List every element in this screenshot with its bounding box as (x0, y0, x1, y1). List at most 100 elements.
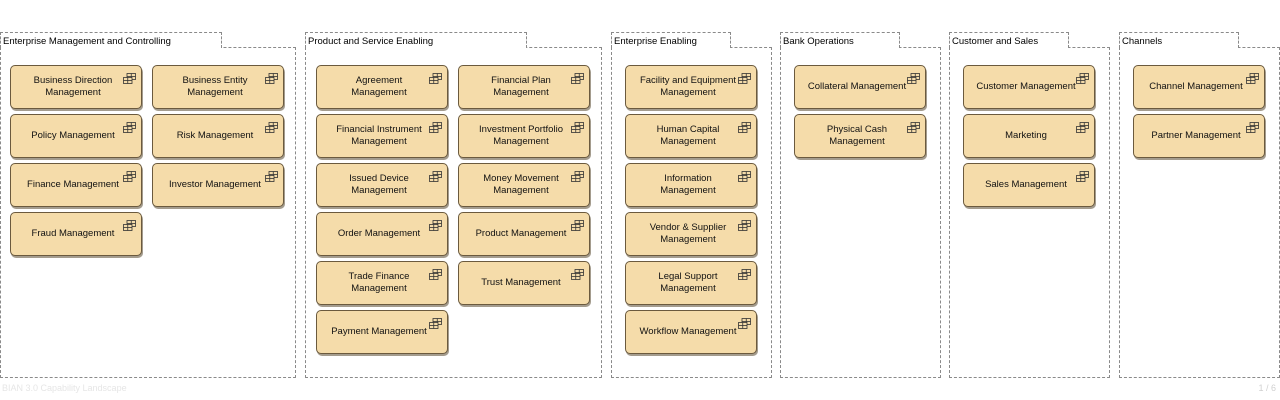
capability-label: Sales Management (985, 179, 1067, 190)
group-title: Enterprise Management and Controlling (3, 36, 171, 47)
capability-grid-icon (1246, 120, 1259, 133)
capability-grid-icon (123, 120, 136, 133)
capability-label: Product Management (475, 228, 567, 239)
capability-grid-icon (738, 267, 751, 280)
capability-channel-management[interactable]: Channel Management (1133, 65, 1265, 109)
capability-label: Agreement Management (351, 75, 407, 98)
capability-grid-icon (265, 120, 278, 133)
capability-label: Facility and Equipment Management (639, 75, 737, 98)
capability-label: Order Management (337, 228, 421, 239)
capability-business-entity-management[interactable]: Business Entity Management (152, 65, 284, 109)
capability-product-management[interactable]: Product Management (458, 212, 590, 256)
capability-collateral-management[interactable]: Collateral Management (794, 65, 926, 109)
group-title: Enterprise Enabling (614, 36, 697, 47)
capability-trust-management[interactable]: Trust Management (458, 261, 590, 305)
capability-label: Investment Portfolio Management (479, 124, 563, 147)
capability-label: Financial Instrument Management (336, 124, 422, 147)
group-title: Customer and Sales (952, 36, 1039, 47)
capability-grid-icon (429, 267, 442, 280)
capability-grid-icon (429, 316, 442, 329)
page-indicator: 1 / 6 (1258, 383, 1276, 393)
capability-financial-instrument-management[interactable]: Financial Instrument Management (316, 114, 448, 158)
capability-grid-icon (738, 71, 751, 84)
capability-grid-icon (429, 218, 442, 231)
capability-grid-icon (738, 169, 751, 182)
capability-label: Fraud Management (31, 228, 115, 239)
capability-risk-management[interactable]: Risk Management (152, 114, 284, 158)
capability-label: Workflow Management (639, 326, 737, 337)
capability-label: Issued Device Management (349, 173, 409, 196)
capability-grid-icon (571, 218, 584, 231)
group-tab: Enterprise Management and Controlling (0, 32, 222, 48)
capability-physical-cash-management[interactable]: Physical Cash Management (794, 114, 926, 158)
group-tab: Customer and Sales (949, 32, 1069, 48)
capability-investment-portfolio-management[interactable]: Investment Portfolio Management (458, 114, 590, 158)
group-tab: Bank Operations (780, 32, 900, 48)
capability-information-management[interactable]: Information Management (625, 163, 757, 207)
capability-grid-icon (123, 169, 136, 182)
capability-grid-icon (571, 120, 584, 133)
capability-label: Channel Management (1149, 81, 1243, 92)
capability-label: Policy Management (31, 130, 115, 141)
capability-grid-icon (738, 120, 751, 133)
capability-customer-management[interactable]: Customer Management (963, 65, 1095, 109)
capability-grid-icon (429, 71, 442, 84)
capability-money-movement-management[interactable]: Money Movement Management (458, 163, 590, 207)
capability-grid-icon (738, 316, 751, 329)
capability-agreement-management[interactable]: Agreement Management (316, 65, 448, 109)
capability-policy-management[interactable]: Policy Management (10, 114, 142, 158)
capability-grid-icon (1076, 120, 1089, 133)
capability-label: Money Movement Management (483, 173, 559, 196)
capability-grid-icon (429, 169, 442, 182)
capability-grid-icon (1076, 71, 1089, 84)
capability-label: Risk Management (176, 130, 254, 141)
capability-label: Legal Support Management (658, 271, 718, 294)
capability-label: Information Management (660, 173, 716, 196)
capability-legal-support-management[interactable]: Legal Support Management (625, 261, 757, 305)
capability-label: Collateral Management (807, 81, 907, 92)
capability-issued-device-management[interactable]: Issued Device Management (316, 163, 448, 207)
capability-grid-icon (907, 71, 920, 84)
capability-business-direction-management[interactable]: Business Direction Management (10, 65, 142, 109)
capability-vendor-and-supplier-management[interactable]: Vendor & Supplier Management (625, 212, 757, 256)
capability-label: Investor Management (169, 179, 261, 190)
capability-trade-finance-management[interactable]: Trade Finance Management (316, 261, 448, 305)
capability-grid-icon (123, 71, 136, 84)
group-title: Product and Service Enabling (308, 36, 434, 47)
capability-label: Customer Management (976, 81, 1076, 92)
capability-label: Marketing (1005, 130, 1047, 141)
capability-human-capital-management[interactable]: Human Capital Management (625, 114, 757, 158)
capability-label: Partner Management (1151, 130, 1241, 141)
capability-grid-icon (1076, 169, 1089, 182)
capability-facility-and-equipment-management[interactable]: Facility and Equipment Management (625, 65, 757, 109)
capability-label: Trade Finance Management (348, 271, 410, 294)
capability-grid-icon (907, 120, 920, 133)
capability-order-management[interactable]: Order Management (316, 212, 448, 256)
capability-label: Vendor & Supplier Management (649, 222, 727, 245)
capability-grid-icon (571, 267, 584, 280)
capability-investor-management[interactable]: Investor Management (152, 163, 284, 207)
capability-grid-icon (571, 71, 584, 84)
capability-financial-plan-management[interactable]: Financial Plan Management (458, 65, 590, 109)
capability-partner-management[interactable]: Partner Management (1133, 114, 1265, 158)
capability-workflow-management[interactable]: Workflow Management (625, 310, 757, 354)
capability-marketing[interactable]: Marketing (963, 114, 1095, 158)
capability-grid-icon (1246, 71, 1259, 84)
capability-label: Human Capital Management (656, 124, 720, 147)
capability-payment-management[interactable]: Payment Management (316, 310, 448, 354)
capability-label: Physical Cash Management (826, 124, 888, 147)
capability-grid-icon (429, 120, 442, 133)
capability-sales-management[interactable]: Sales Management (963, 163, 1095, 207)
capability-finance-management[interactable]: Finance Management (10, 163, 142, 207)
footer-title: BIAN 3.0 Capability Landscape (2, 383, 127, 393)
group-tab: Product and Service Enabling (305, 32, 527, 48)
capability-grid-icon (738, 218, 751, 231)
group-tab: Enterprise Enabling (611, 32, 731, 48)
capability-fraud-management[interactable]: Fraud Management (10, 212, 142, 256)
capability-grid-icon (571, 169, 584, 182)
capability-label: Financial Plan Management (491, 75, 551, 98)
group-title: Channels (1122, 36, 1163, 47)
capability-label: Business Entity Management (182, 75, 248, 98)
capability-label: Payment Management (331, 326, 427, 337)
capability-grid-icon (265, 169, 278, 182)
